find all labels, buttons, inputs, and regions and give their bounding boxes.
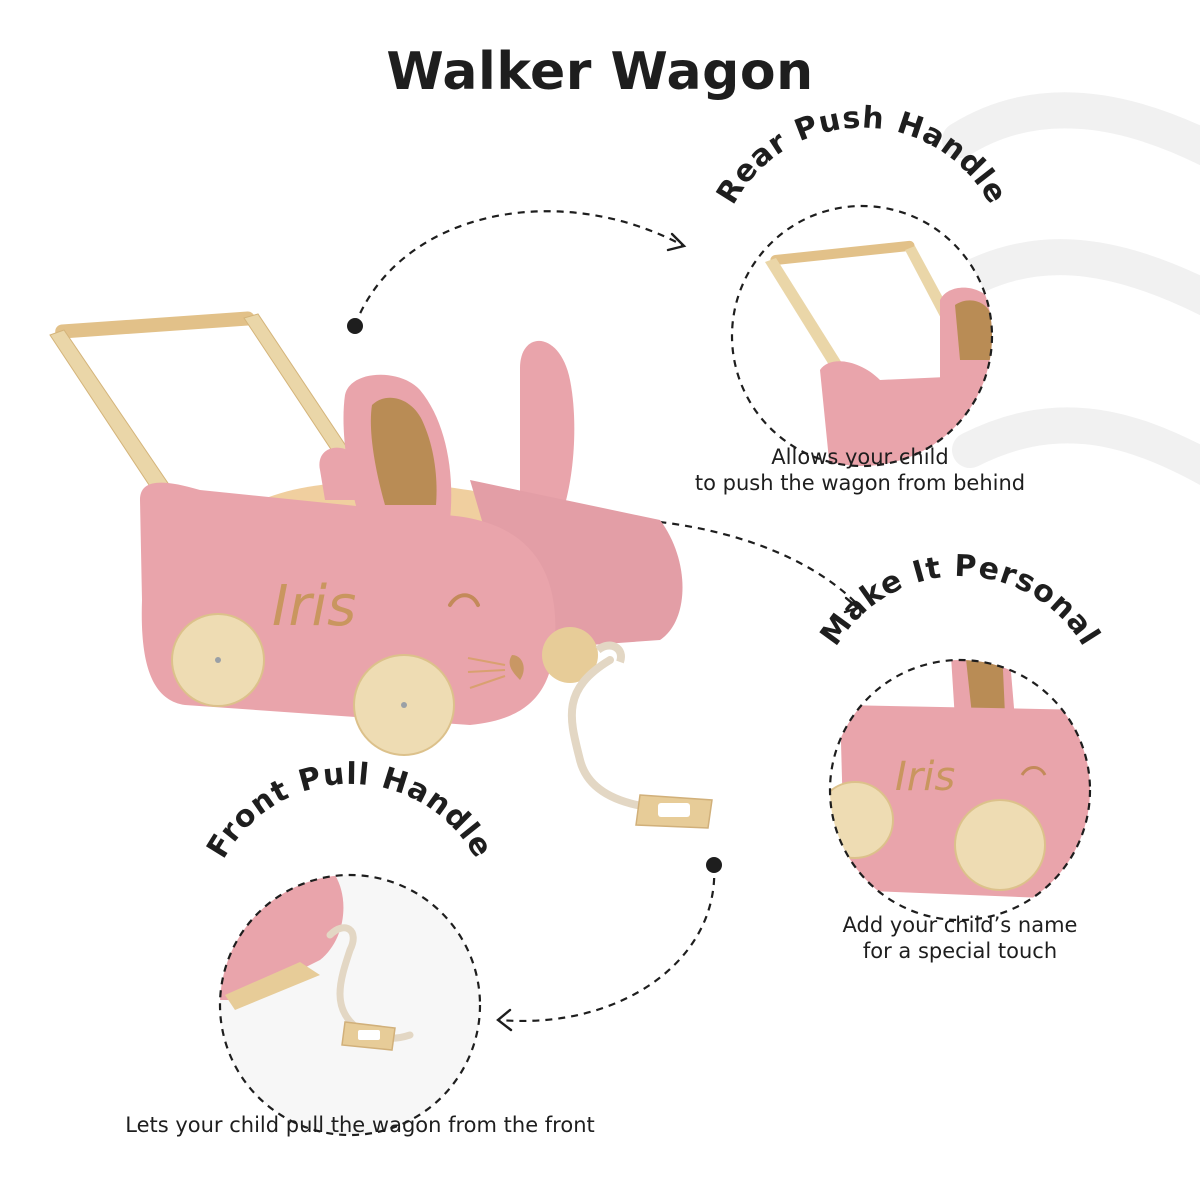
rabbit-nose bbox=[509, 655, 524, 680]
page-title: Walker Wagon bbox=[386, 42, 814, 102]
rabbit-eye bbox=[448, 593, 480, 607]
arrow-heads bbox=[496, 232, 861, 1032]
wagon-illustration: Iris bbox=[49, 311, 713, 829]
arrow-start-dot-front bbox=[706, 857, 722, 873]
rabbit-ear-wood-inlay bbox=[370, 397, 437, 505]
arrow-start-dot-rear bbox=[347, 318, 363, 334]
caption-line: for a special touch bbox=[862, 939, 1058, 963]
front-callout-heading: Front Pull Handle bbox=[200, 757, 500, 865]
arrow-to-front-callout bbox=[499, 864, 716, 1023]
caption-line: Allows your child bbox=[771, 445, 949, 469]
engraved-name: Iris bbox=[272, 574, 356, 639]
svg-text:Iris: Iris bbox=[895, 754, 955, 800]
pull-rope bbox=[567, 656, 694, 814]
wheel-axle bbox=[215, 657, 221, 663]
front-callout-caption: Lets your child pull the wagon from the … bbox=[60, 1112, 660, 1138]
rabbit-back-ear bbox=[520, 340, 575, 520]
caption-line: Lets your child pull the wagon from the … bbox=[125, 1113, 595, 1137]
background-swoosh-decoration bbox=[932, 92, 1200, 486]
pull-rope-knot bbox=[595, 641, 625, 664]
wheel-front-right bbox=[542, 627, 598, 683]
arrow-to-rear-callout bbox=[353, 210, 683, 326]
rear-callout-caption: Allows your child to push the wagon from… bbox=[660, 444, 1060, 496]
pull-handle-hole bbox=[658, 803, 690, 817]
personal-callout-circle: Iris bbox=[828, 658, 1092, 922]
caption-line: Add your child’s name bbox=[842, 913, 1078, 937]
personal-callout-heading: Make It Personal bbox=[814, 549, 1107, 652]
rear-callout-circle bbox=[730, 204, 994, 468]
rabbit-whiskers bbox=[467, 657, 506, 689]
rabbit-side-ear bbox=[319, 447, 360, 500]
caption-line: to push the wagon from behind bbox=[694, 471, 1026, 495]
front-callout-circle bbox=[218, 873, 482, 1137]
personal-callout-caption: Add your child’s name for a special touc… bbox=[790, 912, 1130, 964]
wheel-axle bbox=[401, 702, 407, 708]
